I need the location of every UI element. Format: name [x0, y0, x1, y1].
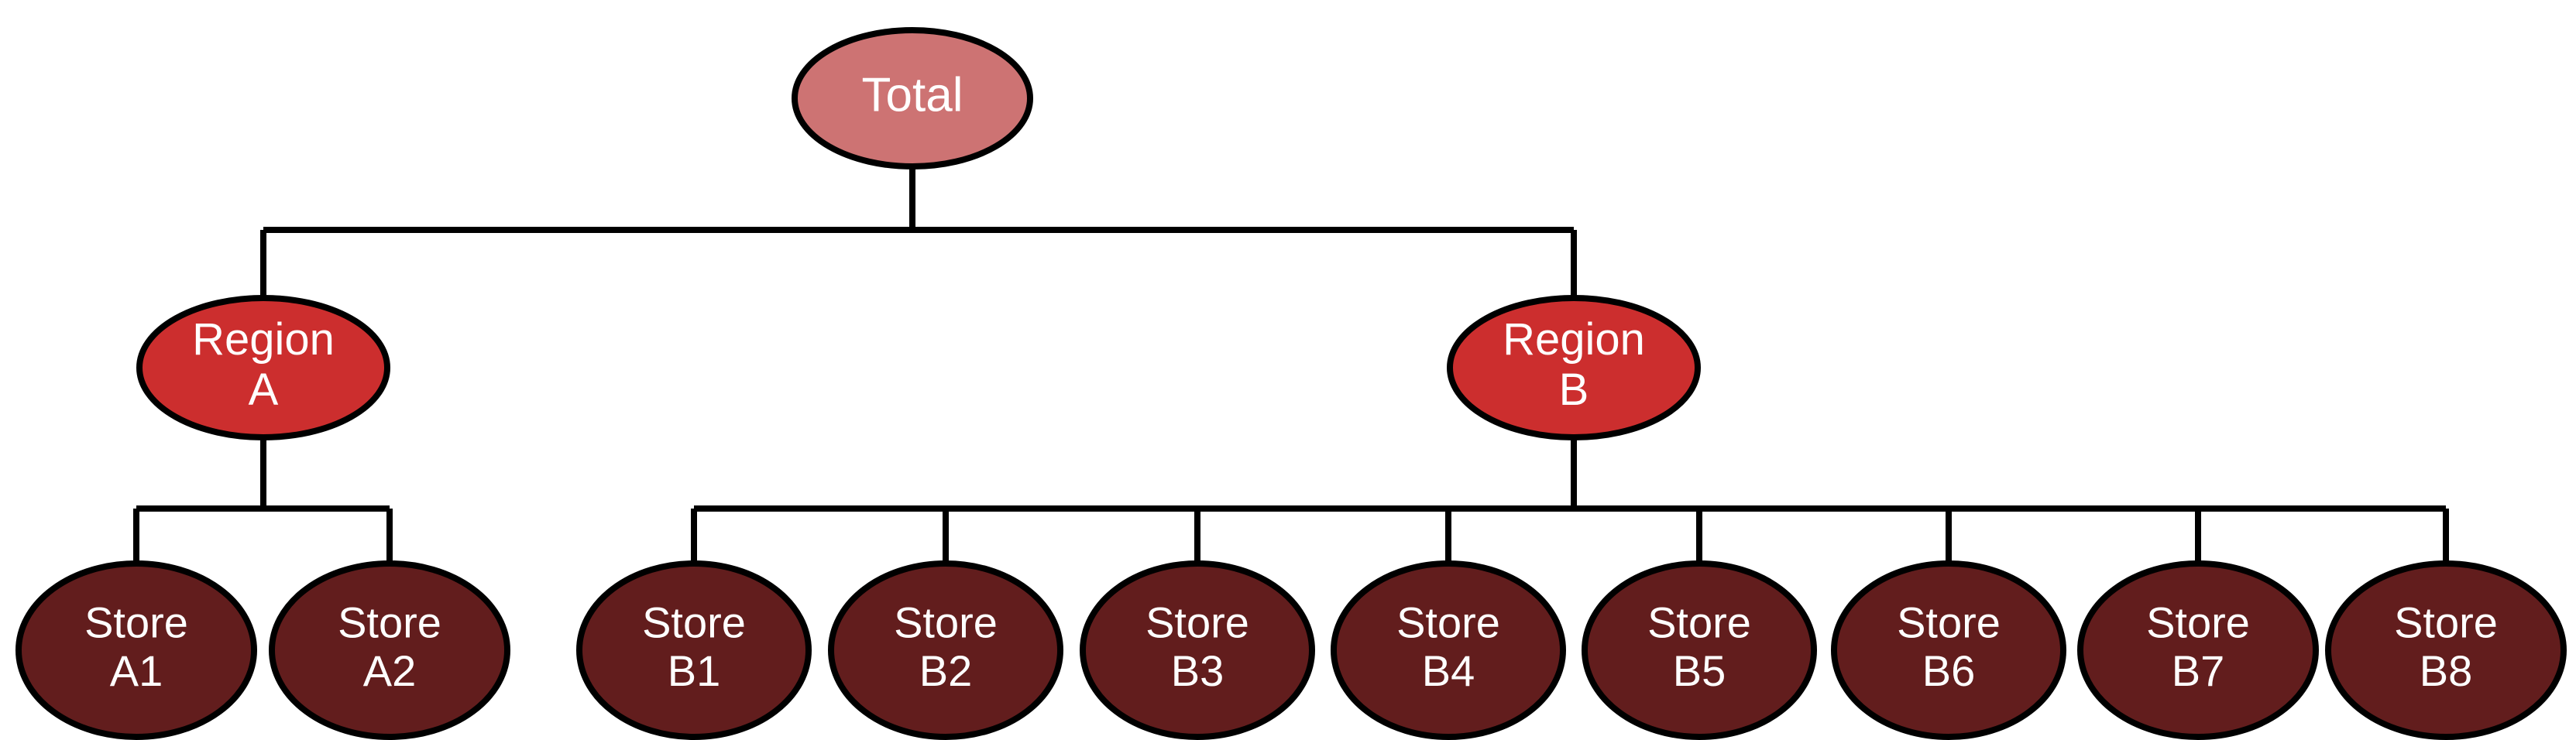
node-label-store-b7-line2: B7	[2172, 646, 2225, 695]
nodes-layer: TotalRegionARegionBStoreA1StoreA2StoreB1…	[15, 27, 2567, 740]
node-label-region-a-line1: Region	[192, 314, 335, 365]
node-label-store-b8-line1: Store	[2394, 598, 2498, 646]
node-shape-region-b[interactable]	[1447, 295, 1701, 440]
node-label-region-a-line2: A	[249, 365, 279, 415]
node-shape-total[interactable]	[792, 27, 1033, 170]
node-shape-store-b7[interactable]	[2077, 560, 2319, 740]
node-shape-store-b2[interactable]	[828, 560, 1063, 740]
node-shape-store-b8[interactable]	[2325, 560, 2567, 740]
node-shape-store-a2[interactable]	[269, 560, 510, 740]
node-label-store-b1-line1: Store	[642, 598, 746, 646]
node-total[interactable]: Total	[792, 27, 1033, 170]
node-label-store-b1-line2: B1	[668, 646, 721, 695]
node-label-store-a1-line2: A1	[110, 646, 163, 695]
node-label-total-line1: Total	[862, 68, 963, 122]
node-label-region-b-line2: B	[1559, 365, 1589, 415]
node-label-store-b6-line1: Store	[1897, 598, 2001, 646]
node-label-store-b3-line1: Store	[1145, 598, 1249, 646]
node-label-store-b4-line2: B4	[1422, 646, 1475, 695]
node-shape-store-b6[interactable]	[1831, 560, 2066, 740]
node-label-store-b8-line2: B8	[2420, 646, 2473, 695]
node-shape-store-b5[interactable]	[1582, 560, 1817, 740]
node-shape-store-b3[interactable]	[1080, 560, 1315, 740]
node-label-store-b7-line1: Store	[2146, 598, 2250, 646]
node-label-store-a1-line1: Store	[84, 598, 188, 646]
node-label-store-b2-line1: Store	[894, 598, 998, 646]
node-label-store-b5-line2: B5	[1673, 646, 1726, 695]
node-shape-store-a1[interactable]	[15, 560, 257, 740]
node-label-store-b2-line2: B2	[919, 646, 973, 695]
node-shape-store-b4[interactable]	[1331, 560, 1566, 740]
node-label-store-a2-line2: A2	[363, 646, 417, 695]
node-shape-store-b1[interactable]	[576, 560, 812, 740]
node-label-store-b5-line1: Store	[1647, 598, 1751, 646]
edges-layer	[133, 166, 2449, 565]
node-label-store-a2-line1: Store	[338, 598, 441, 646]
node-shape-region-a[interactable]	[136, 295, 390, 440]
node-label-store-b4-line1: Store	[1396, 598, 1500, 646]
node-label-store-b3-line2: B3	[1171, 646, 1224, 695]
node-label-store-b6-line2: B6	[1922, 646, 1976, 695]
node-label-region-b-line1: Region	[1503, 314, 1645, 365]
